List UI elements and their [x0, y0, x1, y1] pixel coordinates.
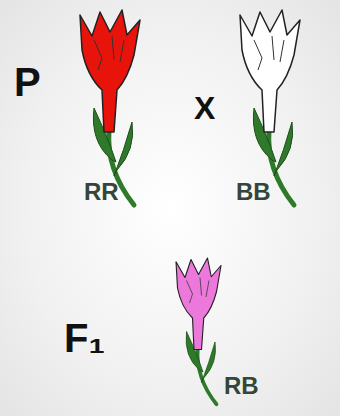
petal-line [94, 36, 124, 70]
flower-head [80, 10, 140, 132]
red-flower [80, 10, 140, 205]
generation-label: F₁ [64, 318, 105, 358]
flower-leaf [202, 342, 216, 383]
white-flower [240, 10, 300, 205]
generation-label: P [14, 62, 41, 102]
flower-head [240, 10, 300, 132]
flower-head [176, 258, 221, 350]
flower-leaf [114, 122, 133, 176]
flower-leaf [274, 122, 293, 176]
genotype-label: RB [224, 374, 259, 398]
genotype-label: RR [84, 180, 119, 204]
cross-symbol: X [194, 92, 215, 124]
genotype-label: BB [236, 180, 271, 204]
petal-line [187, 278, 210, 304]
pink-flower [176, 258, 221, 404]
petal-line [254, 36, 284, 70]
